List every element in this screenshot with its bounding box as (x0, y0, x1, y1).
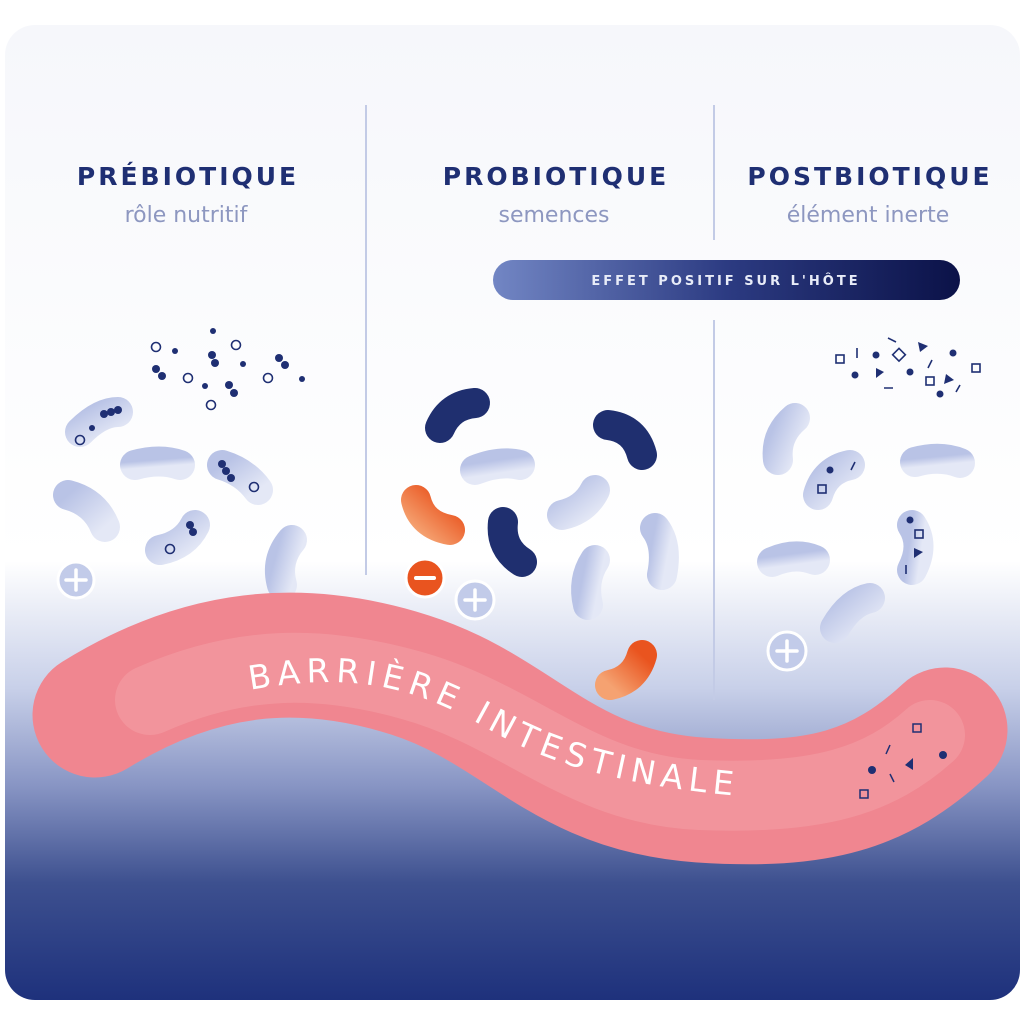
column-subtitle-probiotique: semences (499, 203, 610, 228)
column-title-prebiotique: PRÉBIOTIQUE (77, 162, 299, 191)
positive-effect-label: EFFET POSITIF SUR L'HÔTE (591, 273, 860, 289)
postbiotic-bacteria (757, 337, 981, 643)
column-subtitle-prebiotique: rôle nutritif (125, 203, 249, 228)
column-subtitle-postbiotique: élément inerte (787, 203, 950, 228)
column-title-postbiotique: POSTBIOTIQUE (747, 162, 992, 191)
plus-icon (454, 579, 496, 621)
minus-icon (404, 557, 446, 599)
prebiotic-bacteria (53, 328, 307, 600)
column-title-probiotique: PROBIOTIQUE (443, 162, 669, 191)
plus-icon (56, 560, 96, 600)
positive-effect-banner (493, 260, 960, 300)
probiotic-bacteria (401, 388, 679, 700)
plus-icon (766, 630, 808, 672)
